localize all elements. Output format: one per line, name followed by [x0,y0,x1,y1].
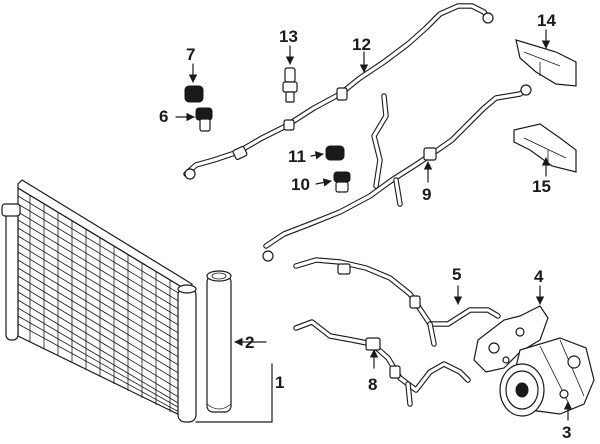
pressure-switch-13 [282,45,298,103]
fitting-10 [315,171,351,193]
callout-4: 4 [534,267,544,286]
callout-3: 3 [562,423,571,442]
callout-15: 15 [532,177,551,196]
callout-6: 6 [159,107,168,126]
fitting-7 [184,63,204,103]
callout-13: 13 [279,27,298,46]
compressor-3 [499,337,595,421]
shield-14 [515,29,577,87]
hose-9 [262,84,532,262]
bracket-4 [473,285,549,373]
callout-14: 14 [537,11,556,30]
hose-8 [293,319,471,407]
hose-12 [183,3,494,180]
callout-11: 11 [288,147,306,166]
callout-10: 10 [291,175,310,194]
callout-2: 2 [245,333,254,352]
shield-15 [513,123,577,177]
callout-leaders-1-2 [195,337,273,423]
callout-1: 1 [275,373,284,392]
callout-7: 7 [186,45,195,64]
callout-12: 12 [352,35,371,54]
callout-labels: 1 2 3 4 5 6 7 8 9 10 11 12 13 14 15 [159,11,571,442]
callout-5: 5 [452,265,461,284]
callout-9: 9 [422,185,431,204]
hose-5 [293,257,501,347]
callout-8: 8 [368,375,377,394]
condenser [1,179,197,423]
drier [206,270,232,413]
fitting-11 [310,145,345,161]
fitting-6 [175,107,213,132]
